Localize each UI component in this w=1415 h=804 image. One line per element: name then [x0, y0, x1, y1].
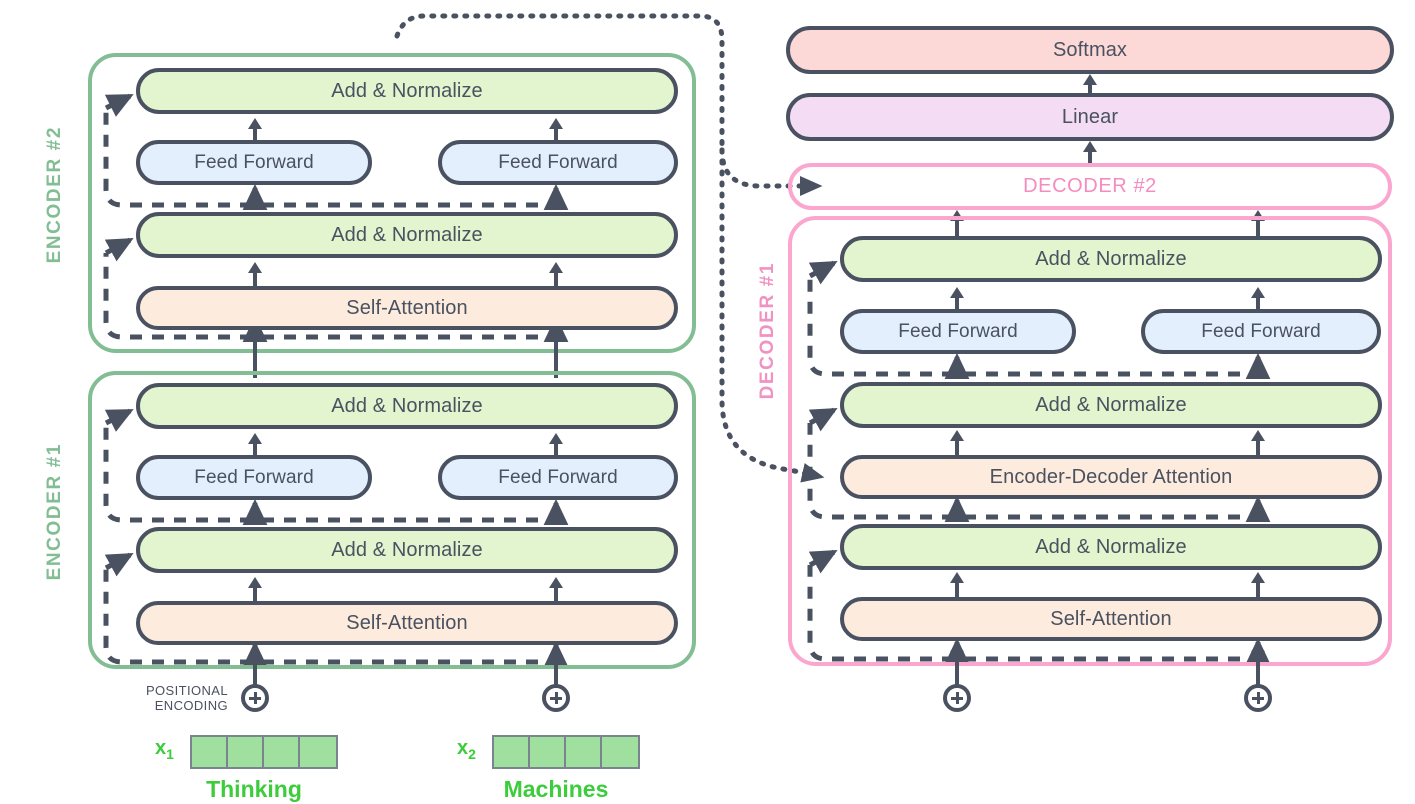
embedding-tag-token-1: x1 [155, 737, 174, 762]
plus-circle-icon-token-1 [241, 684, 269, 712]
embedding-cell [264, 737, 300, 767]
encoder1-add-normalize-top[interactable]: Add & Normalize [136, 383, 678, 429]
decoder1-add-normalize-middle[interactable]: Add & Normalize [840, 382, 1382, 428]
encoder-stack-1-label: ENCODER #1 [44, 443, 65, 581]
embedding-token-1 [190, 735, 338, 769]
decoder1-feed-forward-right[interactable]: Feed Forward [1141, 309, 1381, 354]
plus-circle-icon-token-2 [542, 684, 570, 712]
encoder1-self-attention[interactable]: Self-Attention [136, 601, 678, 645]
arrow-enc2-ffr-to-addnorm [549, 118, 563, 140]
encoder2-self-attention[interactable]: Self-Attention [136, 286, 678, 330]
decoder-stack-2[interactable]: DECODER #2 [788, 163, 1392, 210]
input-word-token-1: Thinking [206, 776, 302, 802]
decoder1-encoder-decoder-attention[interactable]: Encoder-Decoder Attention [840, 455, 1382, 499]
input-word-token-2: Machines [503, 776, 609, 802]
embedding-cell [228, 737, 264, 767]
arrow-dec1-encdecattn-to-addnorm-r [1251, 430, 1265, 455]
embedding-cell [300, 737, 336, 767]
arrow-enc1-to-enc2-left [248, 330, 262, 378]
arrow-enc1-ffr-to-addnorm [549, 433, 563, 455]
decoder1-feed-forward-left[interactable]: Feed Forward [840, 309, 1076, 354]
arrow-dec1-selfattn-to-addnorm-l [950, 572, 964, 597]
decoder1-add-normalize-bottom[interactable]: Add & Normalize [840, 524, 1382, 570]
arrow-decoder1-to-decoder2-right [1251, 210, 1265, 238]
arrow-decoder2-to-linear [1083, 141, 1097, 164]
encoder2-feed-forward-left[interactable]: Feed Forward [136, 140, 372, 185]
decoder1-add-normalize-top[interactable]: Add & Normalize [840, 236, 1382, 282]
softmax-block[interactable]: Softmax [786, 26, 1394, 74]
encoder-stack-2[interactable] [88, 53, 696, 353]
decoder-stack-1[interactable] [788, 216, 1392, 666]
plus-circle-icon-decoder-1 [943, 684, 971, 712]
arrow-dec1-selfattn-to-addnorm-r [1251, 572, 1265, 597]
linear-block[interactable]: Linear [786, 93, 1394, 141]
arrow-dec1-ffr-to-addnorm [1251, 287, 1265, 309]
decoder-stack-2-label: DECODER #2 [1023, 175, 1157, 197]
embedding-tag-letter: x [457, 737, 469, 759]
embedding-cell [602, 737, 638, 767]
decoder-stack-1-label: DECODER #1 [757, 262, 778, 400]
arrow-enc1-ffl-to-addnorm [248, 433, 262, 455]
encoder1-add-normalize-bottom[interactable]: Add & Normalize [136, 527, 678, 573]
arrow-dec1-ffl-to-addnorm [950, 287, 964, 309]
arrow-decoder-input-left [950, 641, 964, 693]
decoder1-self-attention[interactable]: Self-Attention [840, 597, 1382, 641]
encoder-stack-1[interactable] [88, 371, 696, 669]
encoder2-feed-forward-right[interactable]: Feed Forward [438, 140, 678, 185]
embedding-cell [192, 737, 228, 767]
arrow-linear-to-softmax [1083, 74, 1097, 95]
embedding-cell [566, 737, 602, 767]
positional-encoding-label: POSITIONAL ENCODING [136, 683, 228, 713]
encoder1-feed-forward-left[interactable]: Feed Forward [136, 455, 372, 500]
arrow-enc1-selfattn-to-addnorm-r [549, 577, 563, 601]
embedding-cell [494, 737, 530, 767]
plus-circle-icon-decoder-2 [1244, 684, 1272, 712]
positional-encoding-label-line2: ENCODING [154, 698, 228, 713]
embedding-tag-index: 2 [468, 746, 476, 762]
encoder2-add-normalize-bottom[interactable]: Add & Normalize [136, 212, 678, 258]
arrow-input-to-enc1-right [549, 645, 563, 693]
encoder1-feed-forward-right[interactable]: Feed Forward [438, 455, 678, 500]
embedding-tag-index: 1 [166, 746, 174, 762]
arrow-enc2-selfattn-to-addnorm-r [549, 262, 563, 286]
embedding-tag-token-2: x2 [457, 737, 476, 762]
encoder-stack-2-label: ENCODER #2 [44, 126, 65, 264]
arrow-decoder1-to-decoder2-left [950, 210, 964, 238]
arrow-enc2-selfattn-to-addnorm-l [248, 262, 262, 286]
arrow-decoder-input-right [1251, 641, 1265, 693]
positional-encoding-label-line1: POSITIONAL [145, 683, 228, 698]
arrow-enc1-to-enc2-right [549, 330, 563, 378]
embedding-tag-letter: x [155, 737, 167, 759]
arrow-dec1-encdecattn-to-addnorm-l [950, 430, 964, 455]
arrow-enc1-selfattn-to-addnorm-l [248, 577, 262, 601]
embedding-token-2 [492, 735, 640, 769]
embedding-cell [530, 737, 566, 767]
arrow-input-to-enc1-left [248, 645, 262, 693]
arrow-enc2-ffl-to-addnorm [248, 118, 262, 140]
encoder2-add-normalize-top[interactable]: Add & Normalize [136, 68, 678, 114]
